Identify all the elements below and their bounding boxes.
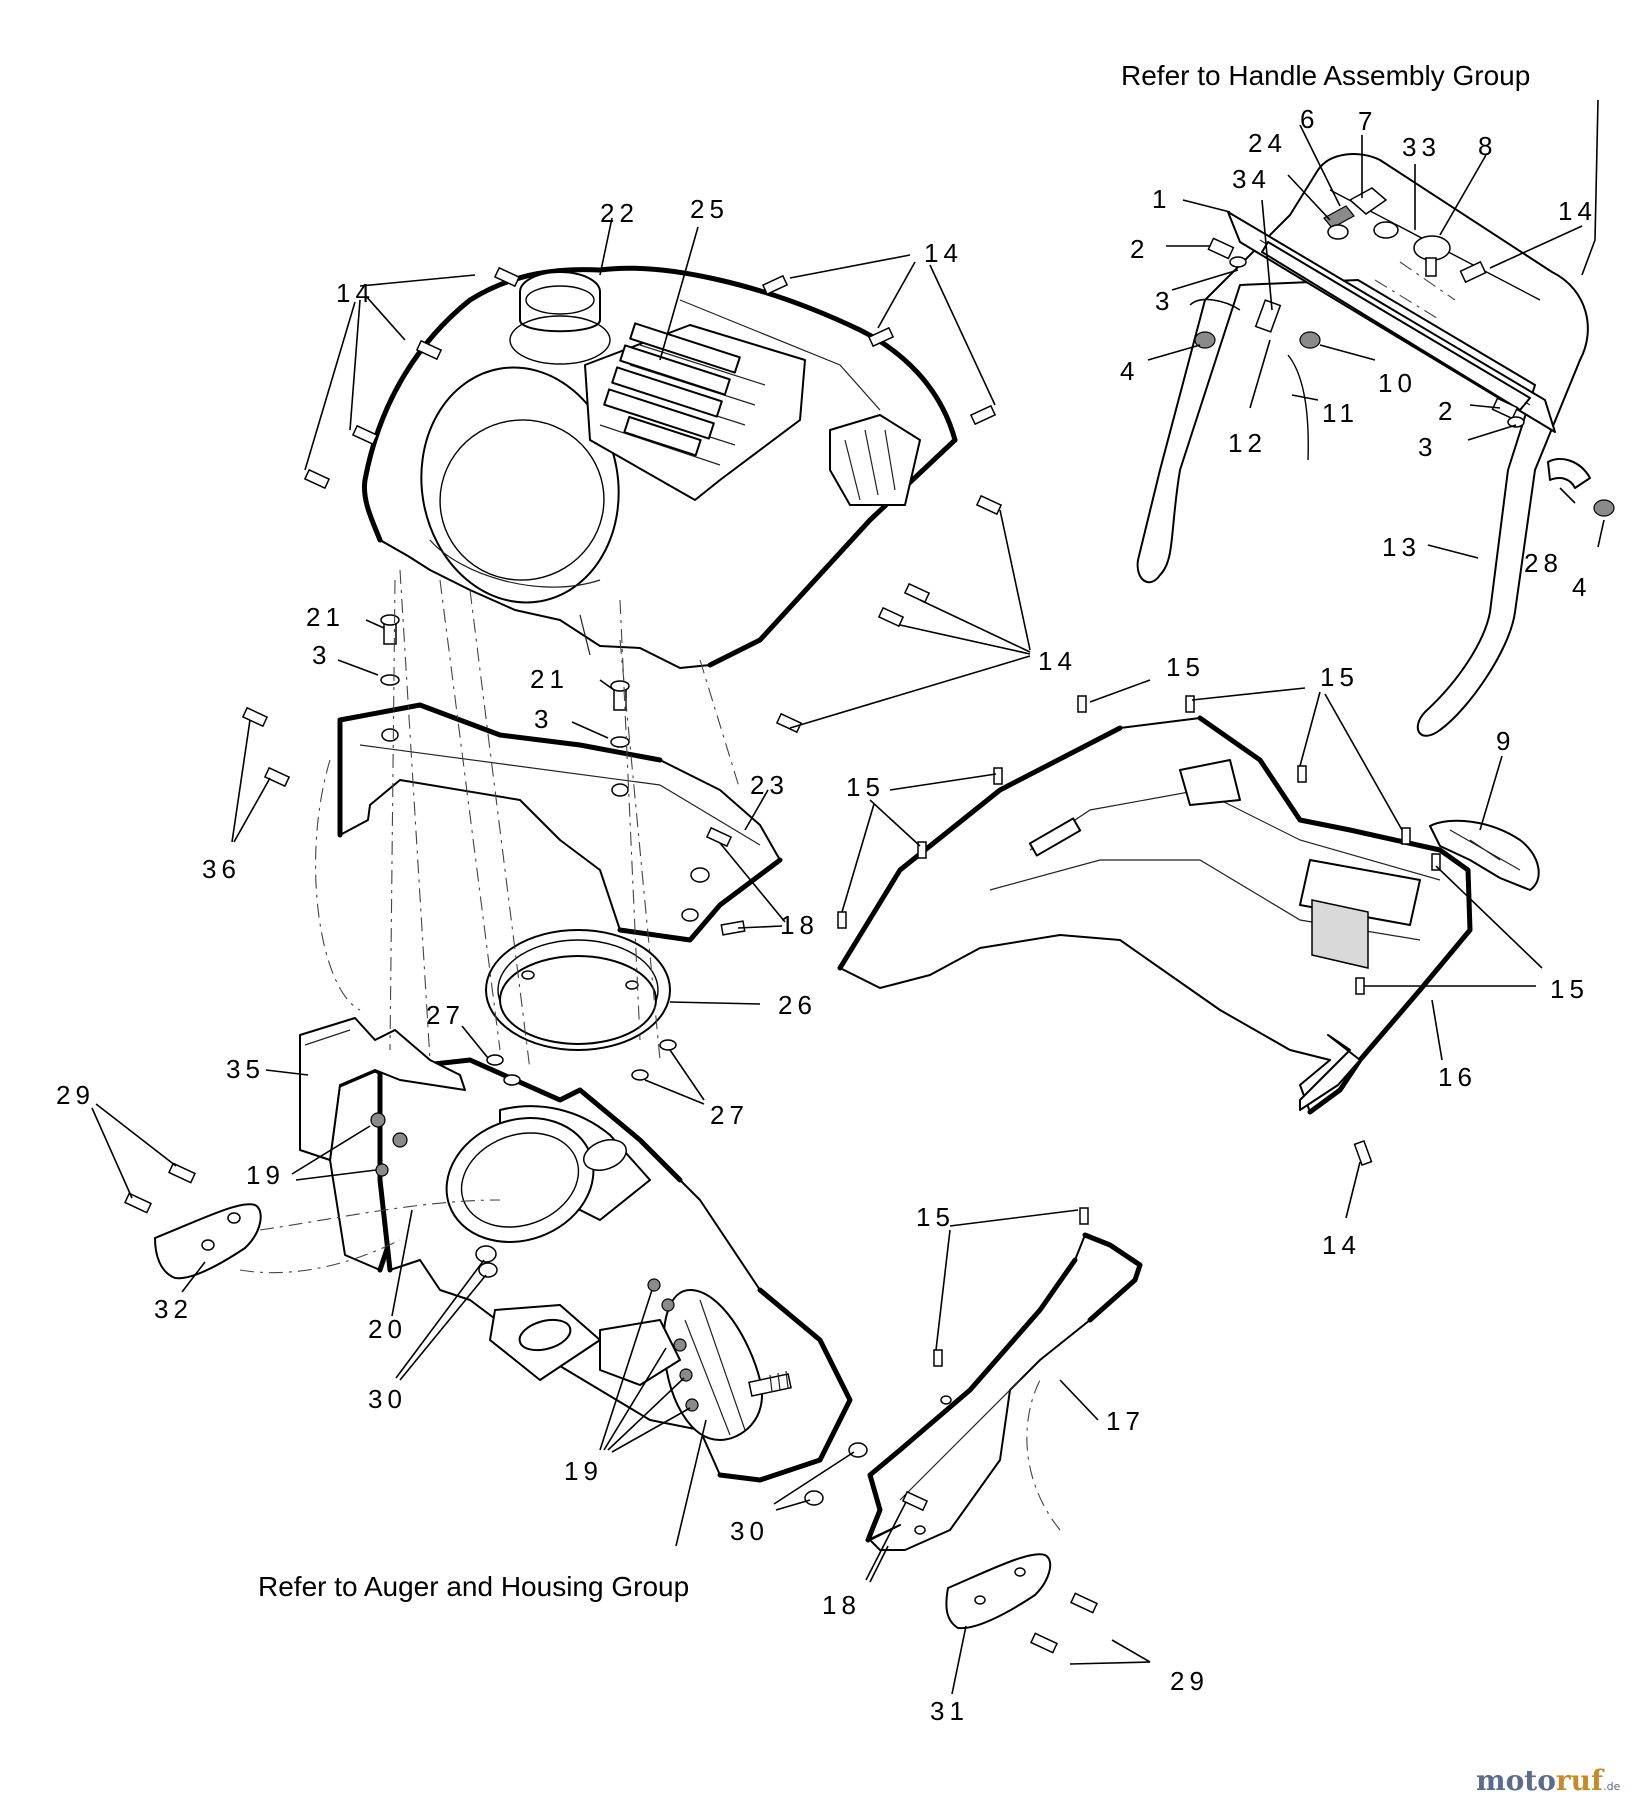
callout-26: 26	[778, 990, 817, 1020]
watermark-part2: ruf	[1556, 1764, 1605, 1797]
callout-18-upper: 18	[780, 910, 819, 940]
callout-9: 9	[1496, 726, 1515, 756]
chute-panel	[865, 1232, 1143, 1551]
callout-4-right: 4	[1572, 572, 1591, 602]
skid-shoe-left	[124, 1162, 262, 1280]
callout-8: 8	[1478, 131, 1497, 161]
callout-28: 28	[1524, 548, 1563, 578]
auger-housing-reference: Refer to Auger and Housing Group	[258, 1571, 689, 1602]
callout-22: 22	[600, 198, 639, 228]
alignment-lines	[239, 569, 1061, 1531]
callout-32: 32	[154, 1294, 193, 1324]
handle-assembly-reference: Refer to Handle Assembly Group	[1121, 60, 1530, 91]
callout-18-lower: 18	[822, 1590, 861, 1620]
callout-1: 1	[1152, 184, 1171, 214]
callout-13: 13	[1382, 532, 1421, 562]
watermark-suffix: .de	[1603, 1780, 1620, 1793]
callout-15-top: 15	[1166, 652, 1205, 682]
callout-21: 21	[306, 602, 345, 632]
callout-27-right: 27	[710, 1100, 749, 1130]
callout-14-lower: 14	[1038, 646, 1077, 676]
callout-3: 3	[1155, 286, 1174, 316]
callout-2-right: 2	[1438, 396, 1457, 426]
callout-4: 4	[1120, 356, 1139, 386]
callout-15-left: 15	[846, 772, 885, 802]
callout-29-right: 29	[1170, 1666, 1209, 1696]
callout-2: 2	[1130, 234, 1149, 264]
callout-15-top-right: 15	[1320, 662, 1359, 692]
callout-6: 6	[1300, 104, 1319, 134]
skid-shoe-right	[945, 1553, 1098, 1654]
side-panel	[837, 715, 1473, 1115]
callout-19-bottom: 19	[564, 1456, 603, 1486]
callout-3-bracket: 3	[312, 640, 331, 670]
callout-24: 24	[1248, 128, 1287, 158]
handle-assembly	[1136, 153, 1615, 737]
leader-lines	[91, 99, 1605, 1695]
callout-14-bottom: 14	[1322, 1230, 1361, 1260]
callout-17: 17	[1106, 1406, 1145, 1436]
callout-3-right: 3	[1418, 432, 1437, 462]
callout-25: 25	[690, 194, 729, 224]
callout-23: 23	[750, 770, 789, 800]
callout-10: 10	[1378, 368, 1417, 398]
callout-14-handle: 14	[1558, 196, 1597, 226]
svg-text:motoruf.de: motoruf.de	[1476, 1764, 1621, 1797]
callout-12: 12	[1228, 428, 1267, 458]
callout-34: 34	[1232, 164, 1271, 194]
belt-cover	[299, 1017, 466, 1161]
loose-hardware	[241, 266, 1441, 1512]
callout-3-bracket-right: 3	[534, 704, 553, 734]
callout-19-left: 19	[246, 1160, 285, 1190]
callout-30-left: 30	[368, 1384, 407, 1414]
callout-31: 31	[930, 1696, 969, 1726]
callout-20: 20	[368, 1314, 407, 1344]
callout-35: 35	[226, 1054, 265, 1084]
callout-21-right: 21	[530, 664, 569, 694]
callout-15-lower: 15	[916, 1202, 955, 1232]
callout-14-left: 14	[336, 278, 375, 308]
callout-labels: Refer to Handle Assembly Group Refer to …	[56, 60, 1597, 1726]
watermark-part1: moto	[1476, 1764, 1556, 1797]
callout-36: 36	[202, 854, 241, 884]
callout-15-right: 15	[1550, 974, 1589, 1004]
callout-29-left: 29	[56, 1080, 95, 1110]
callout-30-right: 30	[730, 1516, 769, 1546]
callout-7: 7	[1358, 106, 1377, 136]
callout-16: 16	[1438, 1062, 1477, 1092]
watermark: motoruf.de	[1476, 1764, 1621, 1797]
auger-housing	[329, 1039, 868, 1506]
chute-deflector	[1429, 819, 1540, 891]
callout-14-shroud: 14	[924, 238, 963, 268]
callout-33: 33	[1402, 132, 1441, 162]
chute-gasket	[485, 929, 671, 1051]
engine-shroud	[361, 265, 958, 669]
support-bracket	[337, 702, 783, 943]
callout-27: 27	[426, 1000, 465, 1030]
callout-11: 11	[1322, 398, 1359, 428]
